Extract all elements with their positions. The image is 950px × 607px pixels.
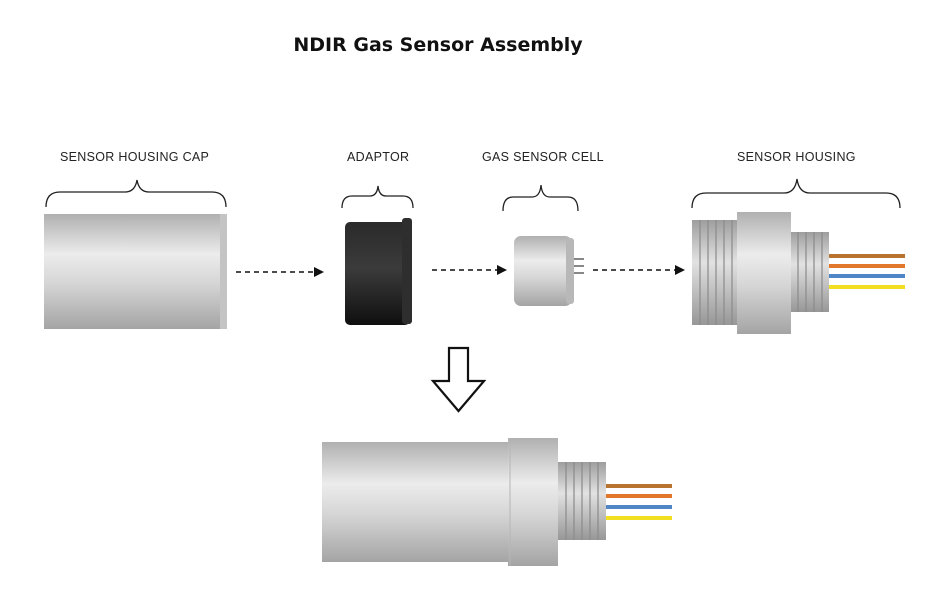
gas-sensor-cell [514, 236, 584, 306]
label-gas-sensor-cell: GAS SENSOR CELL [482, 150, 604, 164]
brace-housing-cap [45, 179, 227, 208]
brace-gas-sensor-cell [502, 184, 579, 212]
sensor-housing-cap [44, 214, 227, 329]
label-sensor-housing: SENSOR HOUSING [737, 150, 856, 164]
diagram-title: NDIR Gas Sensor Assembly [293, 34, 583, 56]
label-adaptor: ADAPTOR [347, 150, 410, 164]
assembled-sensor [322, 438, 672, 566]
sensor-housing [692, 212, 905, 334]
label-sensor-housing-cap: SENSOR HOUSING CAP [60, 150, 210, 164]
adaptor [345, 218, 412, 325]
brace-adaptor [341, 185, 414, 209]
brace-sensor-housing [691, 178, 901, 209]
assembly-down-arrow [430, 346, 487, 413]
